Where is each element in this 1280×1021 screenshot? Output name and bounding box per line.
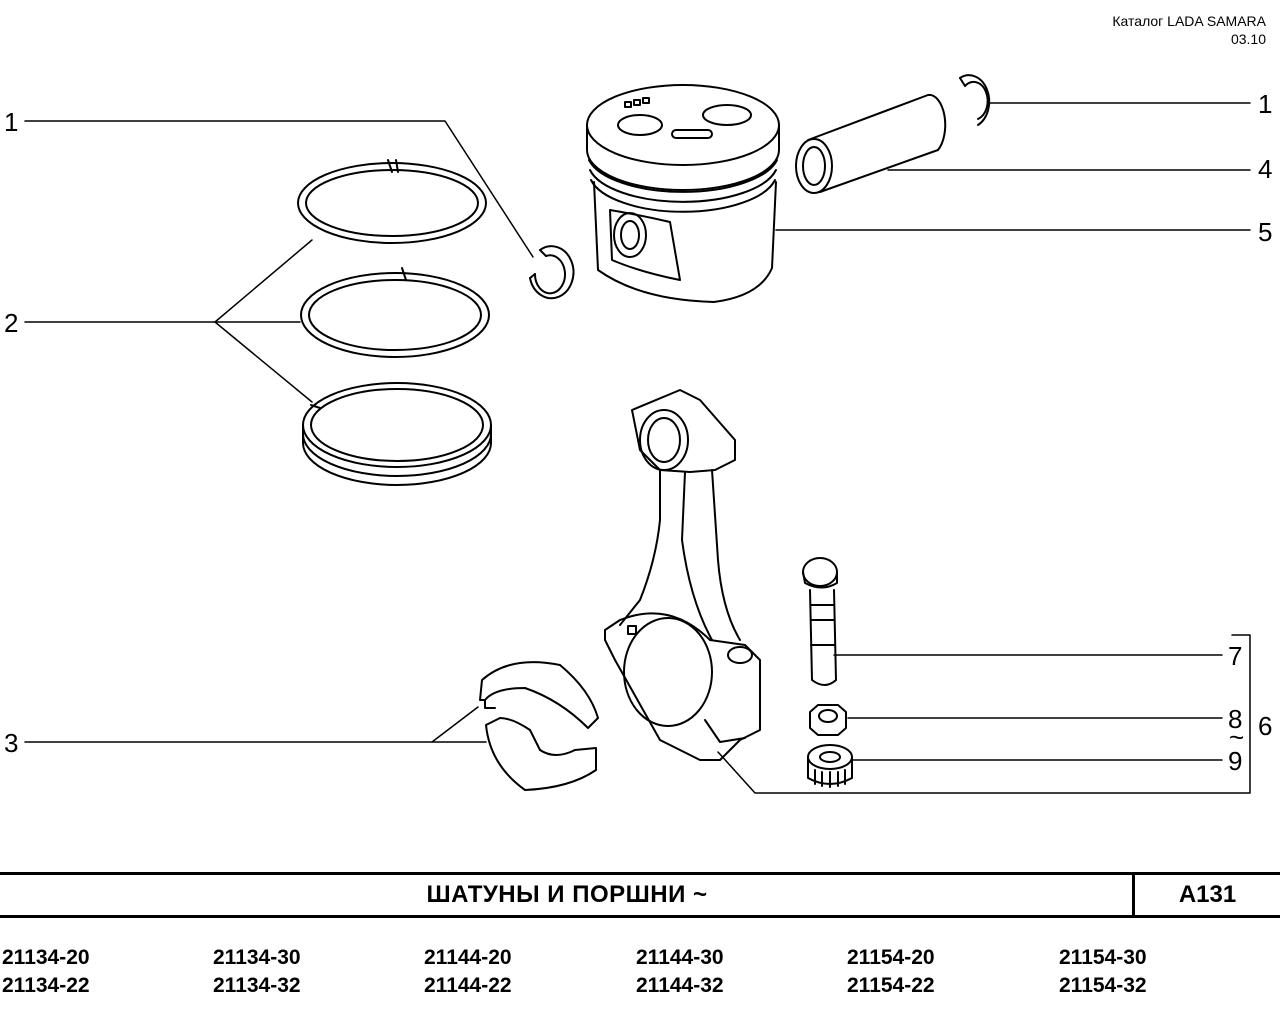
title-divider [1132,875,1135,915]
catalog-date: 03.10 [1230,31,1266,47]
model-code: 21144-20 [424,946,512,969]
callout-1-right: 1 [1258,89,1273,119]
catalog-header: Каталог LADA SAMARA 03.10 [1112,12,1266,48]
model-column: 21154-30 21154-32 [1059,944,1147,1000]
piston-ring-oil [302,382,492,486]
callout-1-left: 1 [4,107,19,137]
callout-3: 3 [4,728,19,758]
page-title: ШАТУНЫ И ПОРШНИ ~ [426,881,708,908]
leader-2-a [24,239,313,323]
callout-9: 9 [1228,746,1243,776]
callout-7: 7 [1228,641,1243,671]
model-column: 21134-30 21134-32 [213,944,301,1000]
piston-pin [795,93,947,194]
leader-3 [24,706,479,743]
connecting-rod [604,389,761,761]
model-column: 21134-20 21134-22 [2,944,90,1000]
catalog-label: Каталог LADA SAMARA [1112,13,1266,29]
piston-ring-middle [300,267,490,358]
model-code: 21134-22 [2,974,90,997]
parts-diagram [24,74,1251,794]
callout-8: 8 [1228,704,1243,734]
snap-ring-left [529,245,575,300]
model-code: 21144-32 [636,974,724,997]
callout-6: 6 [1258,711,1273,741]
bracket-6 [717,634,1251,794]
model-column: 21154-20 21154-22 [847,944,935,1000]
callout-tilde: ~ [1229,722,1245,752]
leader-2-c [214,321,313,403]
model-column: 21144-30 21144-32 [636,944,724,1000]
bearing-shells [479,661,599,791]
model-code: 21144-30 [636,946,724,969]
model-code: 21154-32 [1059,974,1147,997]
bolt [802,557,838,686]
model-code: 21134-30 [213,946,301,969]
model-code: 21134-20 [2,946,90,969]
model-code: 21154-22 [847,974,935,997]
model-code: 21154-30 [1059,946,1147,969]
leader-1-left [24,120,534,258]
page-code: A131 [1178,881,1237,908]
nut-8 [809,704,847,736]
model-code: 21154-20 [847,946,935,969]
callout-5: 5 [1258,217,1273,247]
piston-ring-top [297,159,487,244]
leader-lines [24,102,1251,794]
model-column: 21144-20 21144-22 [424,944,512,1000]
model-code: 21144-22 [424,974,512,997]
callout-2: 2 [4,308,19,338]
title-bar: ШАТУНЫ И ПОРШНИ ~ A131 [0,872,1280,918]
snap-ring-right [959,74,991,126]
model-code: 21134-32 [213,974,301,997]
callout-4: 4 [1258,154,1273,184]
piston [586,84,780,303]
nut-9 [807,744,853,788]
